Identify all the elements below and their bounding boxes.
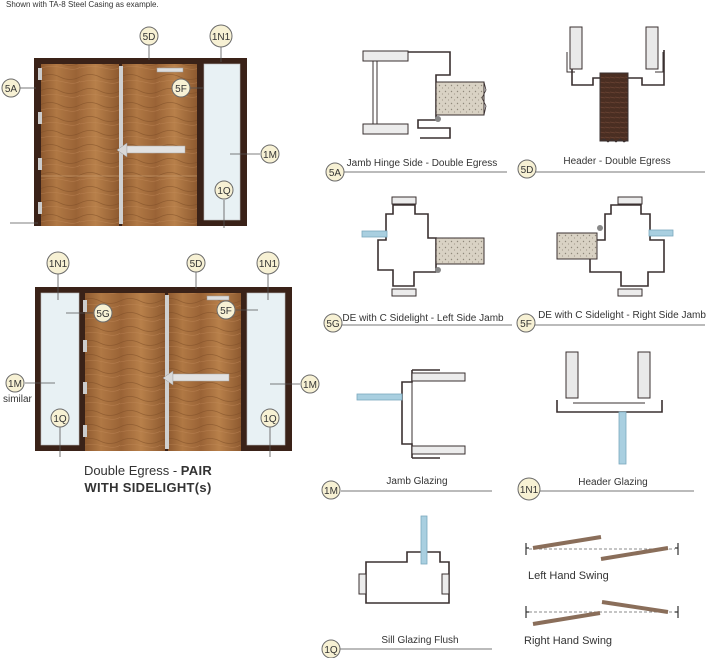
detail-label-1m: Jamb Glazing xyxy=(386,476,447,487)
detail-tag-5d: 5D xyxy=(521,165,534,176)
detail-tag-5g: 5G xyxy=(326,319,340,330)
callout-1m-b1 xyxy=(5,373,25,393)
tag-1n1-b1: 1N1 xyxy=(49,259,68,270)
tag-5a-top: 5A xyxy=(5,84,18,95)
elevation-top xyxy=(34,58,247,226)
elevation-bottom xyxy=(35,287,292,451)
swing-left xyxy=(525,535,679,561)
detail-5g xyxy=(361,196,485,297)
callout-5f-b xyxy=(216,300,236,320)
tag-1q-b1: 1Q xyxy=(53,414,67,425)
detail-tag-1m: 1M xyxy=(324,486,338,497)
vertical-rod xyxy=(119,66,123,224)
detail-label-5a: Jamb Hinge Side - Double Egress xyxy=(347,158,498,169)
callout-1n1-b2 xyxy=(256,251,280,275)
note-text: Shown with TA-8 Steel Casing as example. xyxy=(6,0,159,9)
detail-label-5g: DE with C Sidelight - Left Side Jamb xyxy=(342,313,504,324)
callout-1q-top xyxy=(214,180,234,200)
callout-5d-top xyxy=(139,26,159,46)
detail-label-1n1: Header Glazing xyxy=(578,477,647,488)
tag-1q-b2: 1Q xyxy=(263,414,277,425)
caption-bold1: PAIR xyxy=(180,463,213,478)
detail-1q xyxy=(358,515,450,604)
similar-label: similar xyxy=(3,394,33,405)
caption-prefix: Double Egress - xyxy=(83,463,181,478)
tag-1q-top: 1Q xyxy=(217,186,231,197)
detail-1n1 xyxy=(556,351,663,465)
detail-tag-5f: 5F xyxy=(520,319,532,330)
callout-1q-b1 xyxy=(50,408,70,428)
tag-1n1-b2: 1N1 xyxy=(259,259,278,270)
callout-5a-top xyxy=(1,78,21,98)
callout-1q-b2 xyxy=(260,408,280,428)
detail-5a xyxy=(362,50,487,139)
detail-label-5f: DE with C Sidelight - Right Side Jamb xyxy=(538,310,706,321)
callout-1m-top xyxy=(260,144,280,164)
tag-1m-top: 1M xyxy=(263,150,277,161)
tag-1m-b1: 1M xyxy=(8,379,22,390)
swing-right xyxy=(525,600,679,626)
tag-5f-b: 5F xyxy=(220,306,232,317)
detail-tag-5a: 5A xyxy=(329,168,342,179)
tag-1n1-top: 1N1 xyxy=(212,32,231,43)
detail-5f xyxy=(556,196,674,297)
swing-right-label: Right Hand Swing xyxy=(524,635,612,647)
callout-5f-top xyxy=(171,78,191,98)
callout-1n1-top xyxy=(209,24,233,48)
swing-left-label: Left Hand Swing xyxy=(528,570,609,582)
tag-5d-b: 5D xyxy=(190,259,203,270)
detail-5d xyxy=(566,26,665,143)
detail-label-1q: Sill Glazing Flush xyxy=(381,635,458,646)
detail-tag-1n1: 1N1 xyxy=(520,485,539,496)
caption-bold2: WITH SIDELIGHT(s) xyxy=(84,480,212,495)
callout-5d-b xyxy=(186,253,206,273)
tag-5f-top: 5F xyxy=(175,84,187,95)
detail-label-5d: Header - Double Egress xyxy=(563,156,670,167)
callout-1n1-b1 xyxy=(46,251,70,275)
panic-bar xyxy=(126,145,186,154)
detail-1m xyxy=(356,369,466,459)
tag-1m-b2: 1M xyxy=(303,380,317,391)
caption-lines xyxy=(338,171,705,650)
detail-tag-1q: 1Q xyxy=(324,645,338,656)
tag-5g-b: 5G xyxy=(96,309,110,320)
callout-1m-b2 xyxy=(300,374,320,394)
elevation-caption: Double Egress - PAIR WITH SIDELIGHT(s) xyxy=(44,462,252,496)
tag-5d-top: 5D xyxy=(143,32,156,43)
callout-5g-b xyxy=(93,303,113,323)
